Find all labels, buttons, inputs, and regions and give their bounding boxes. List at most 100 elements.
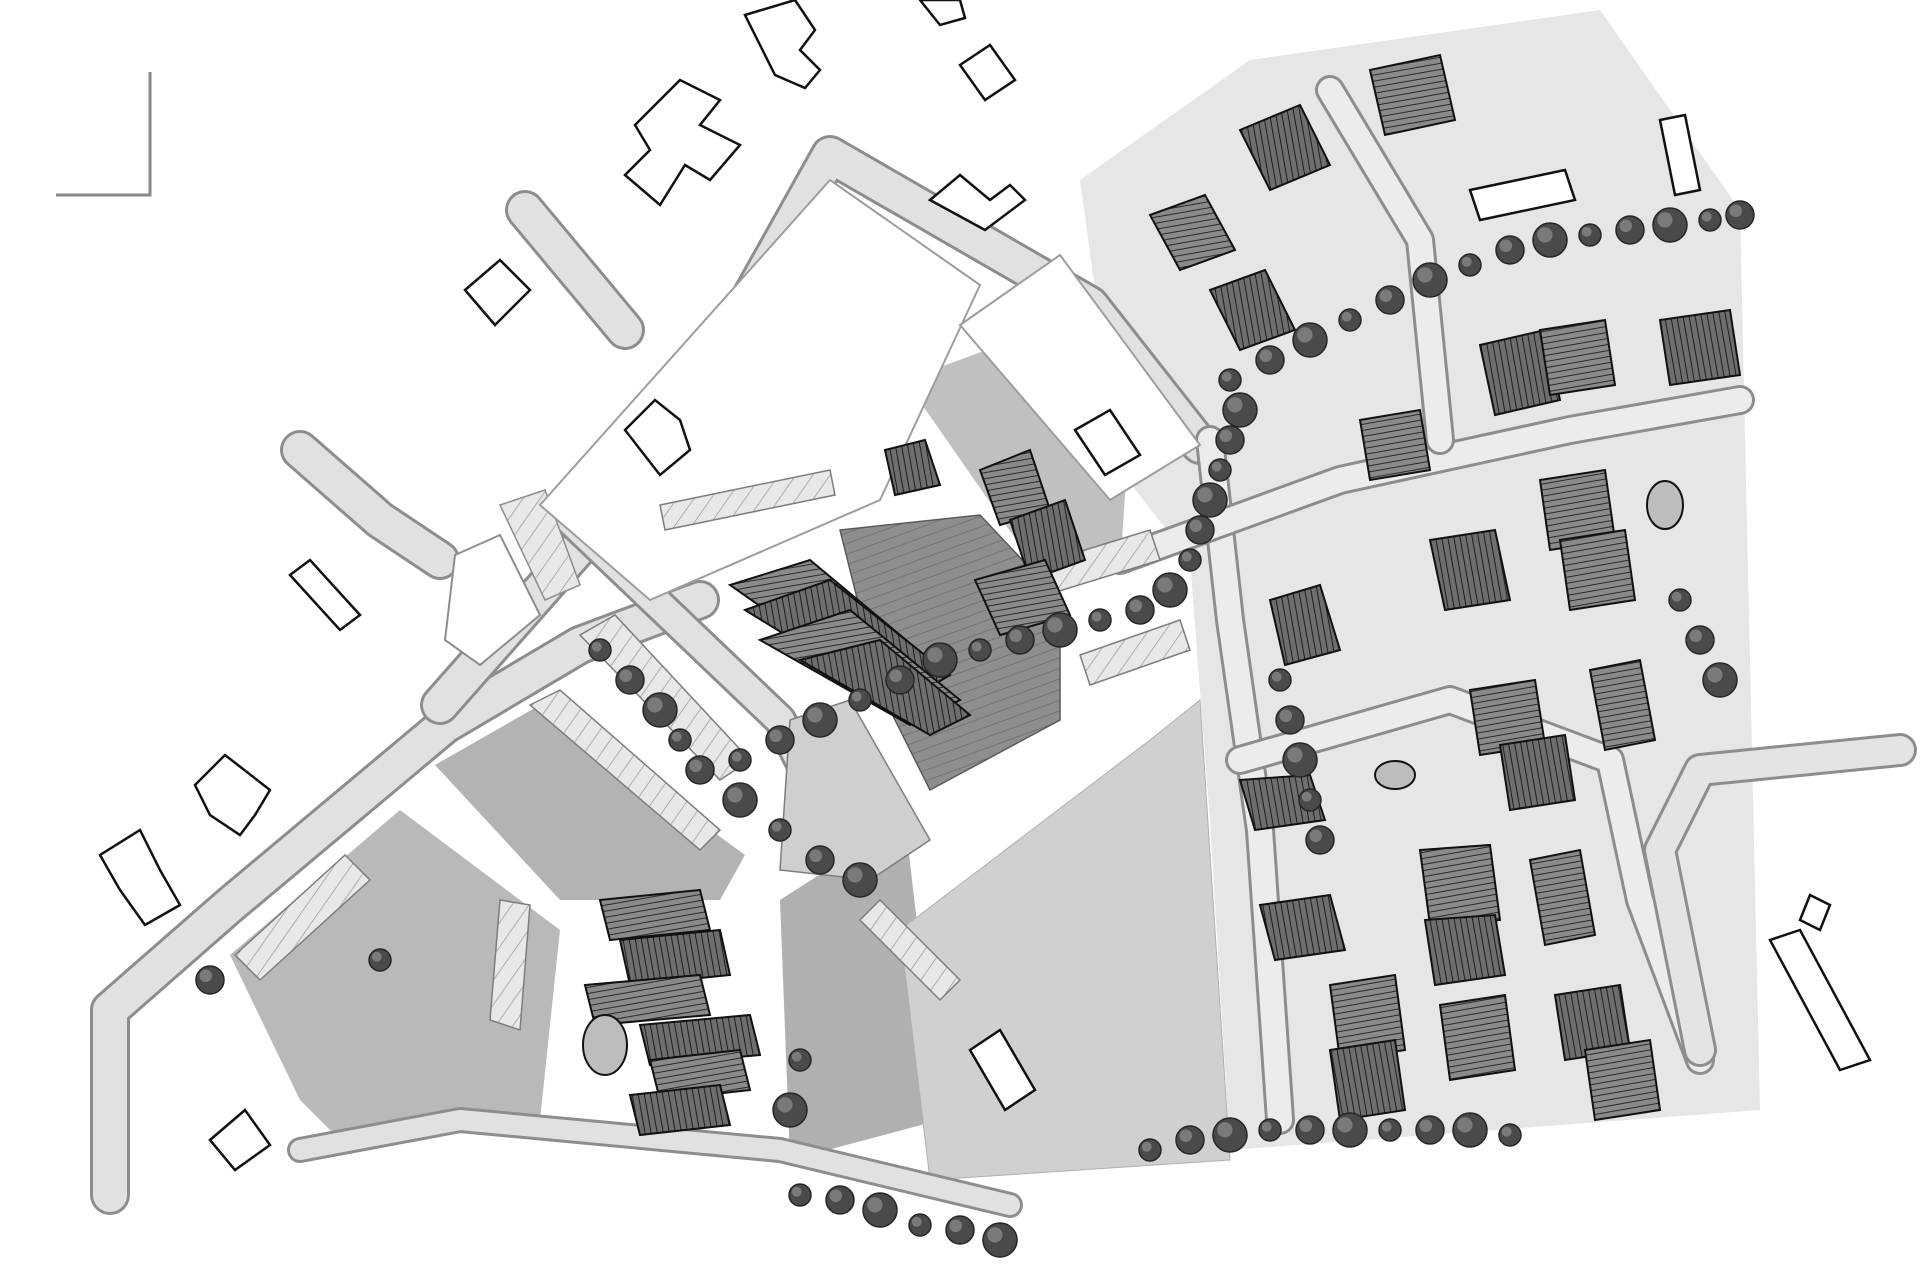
hall-roof-4 — [797, 638, 972, 737]
house — [1368, 53, 1457, 137]
tree-icon — [968, 638, 992, 662]
crop-mark — [56, 72, 152, 197]
house — [1423, 913, 1507, 987]
tree-icon — [922, 642, 958, 678]
existing-building — [98, 828, 182, 927]
tree-icon — [615, 665, 645, 695]
tree-icon — [642, 692, 678, 728]
northeast-empty-block — [958, 253, 1202, 502]
existing-building — [927, 173, 1027, 232]
traffic-island — [443, 533, 542, 667]
terrace-housing — [583, 888, 762, 1137]
north-residential-street — [1318, 78, 1452, 452]
tree-icon — [1258, 1118, 1282, 1142]
house — [1658, 308, 1742, 387]
tree-icon — [1578, 223, 1602, 247]
house — [1238, 103, 1332, 192]
house — [1588, 658, 1657, 752]
tree-icon — [765, 725, 795, 755]
tree-icon — [802, 702, 838, 738]
tree-icon — [1305, 825, 1335, 855]
tree-icon — [722, 782, 758, 818]
existing-building — [208, 1108, 272, 1172]
parking-strip-2 — [528, 689, 722, 852]
terrace-unit — [618, 928, 732, 987]
tree-icon — [1212, 1117, 1248, 1153]
tree-icon — [1218, 368, 1242, 392]
existing-building — [1768, 928, 1872, 1072]
house — [973, 558, 1072, 637]
tree-icon — [1088, 608, 1112, 632]
tree-icon — [1532, 222, 1568, 258]
pond-oval-1 — [1646, 480, 1684, 530]
house — [1238, 773, 1327, 832]
hatched-crossing — [498, 489, 581, 601]
house — [1358, 408, 1432, 482]
tree-icon — [1378, 1118, 1402, 1142]
southern-lane — [290, 1110, 1020, 1215]
tree-icon — [1255, 345, 1285, 375]
tree-icon — [1652, 207, 1688, 243]
tree-icon — [668, 728, 692, 752]
west-loop — [283, 433, 457, 577]
tree-icon — [1292, 322, 1328, 358]
tree-icon — [788, 1183, 812, 1207]
house — [1258, 893, 1347, 962]
existing-building — [463, 258, 532, 327]
existing-building — [958, 43, 1017, 102]
tree-icon — [1668, 588, 1692, 612]
tree-icon — [848, 688, 872, 712]
house — [1528, 848, 1597, 947]
tree-icon — [1152, 572, 1188, 608]
tree-icon — [588, 638, 612, 662]
east-lower-street — [1228, 688, 1712, 1072]
tree-icon — [685, 755, 715, 785]
tree-icon — [1332, 1112, 1368, 1148]
tree-icon — [195, 965, 225, 995]
east-cross-street — [1108, 388, 1752, 572]
existing-building — [1798, 893, 1832, 932]
tree-icon — [842, 862, 878, 898]
tree-icon — [1295, 1115, 1325, 1145]
existing-building — [193, 753, 272, 837]
central-lawn-strip — [780, 820, 940, 1160]
tree-icon — [1192, 482, 1228, 518]
tree-icon — [825, 1185, 855, 1215]
terrace-unit — [628, 1083, 732, 1137]
tree-layer — [195, 200, 1755, 1258]
tree-icon — [1138, 1138, 1162, 1162]
tree-icon — [368, 948, 392, 972]
house — [1208, 268, 1297, 352]
tree-icon — [908, 1213, 932, 1237]
tree-icon — [1698, 208, 1722, 232]
tree-icon — [1415, 1115, 1445, 1145]
house — [1583, 1038, 1662, 1122]
existing-building — [968, 1028, 1037, 1112]
tree-icon — [885, 665, 915, 695]
tree-icon — [772, 1092, 808, 1128]
house — [1498, 733, 1577, 812]
house — [1328, 973, 1407, 1062]
tree-icon — [1042, 612, 1078, 648]
civic-plaza — [779, 699, 931, 881]
parking-strip-5 — [659, 469, 836, 531]
existing-building — [918, 0, 967, 27]
existing-building — [1073, 408, 1142, 477]
tree-icon — [1268, 668, 1292, 692]
tree-icon — [1702, 662, 1738, 698]
existing-building — [623, 78, 742, 207]
tree-icon — [788, 1048, 812, 1072]
house — [1268, 583, 1342, 667]
pond-oval-3 — [582, 1014, 628, 1076]
houses — [883, 53, 1742, 1122]
pond-oval-2 — [1374, 760, 1416, 790]
existing-building — [1658, 113, 1702, 197]
existing-building — [288, 558, 362, 632]
tree-icon — [945, 1215, 975, 1245]
existing-building — [1468, 168, 1577, 222]
house — [1538, 318, 1617, 397]
tree-icon — [1298, 788, 1322, 812]
house — [1558, 528, 1637, 612]
house — [1148, 193, 1237, 272]
north-spur — [508, 193, 642, 347]
